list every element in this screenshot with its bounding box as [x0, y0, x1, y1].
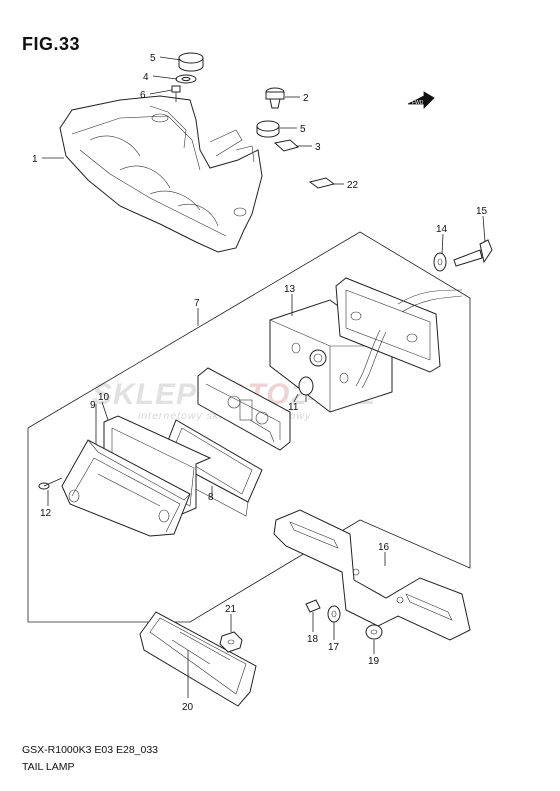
- callout-17: 17: [328, 642, 340, 653]
- reflector-board: [197, 367, 291, 451]
- callout-6: 6: [140, 90, 146, 101]
- callout-19: 19: [368, 656, 380, 667]
- tail-lamp-housing: [59, 95, 263, 253]
- screw-part-15: [453, 239, 493, 267]
- license-plate-bracket-frame: [335, 277, 463, 389]
- screw-part-12: [38, 477, 63, 490]
- tail-lens-part-9: [61, 439, 191, 537]
- callout-2: 2: [303, 93, 309, 104]
- washer-part-14: [433, 252, 447, 272]
- callout-4: 4: [143, 72, 149, 83]
- callout-labels: 1 2 3 4 5 5 6 7 8 9 10 11 12 13 14 15 16…: [32, 53, 488, 713]
- assembly-outline-part-7: [27, 231, 471, 623]
- bolt-part-2: [265, 87, 285, 109]
- grommet-part-5-right: [256, 120, 280, 138]
- screw-part-6: [171, 85, 181, 102]
- callout-15: 15: [476, 206, 488, 217]
- license-bracket-part-16: [273, 509, 471, 641]
- callout-16: 16: [378, 542, 390, 553]
- nut-part-3: [273, 139, 300, 152]
- callout-5-right: 5: [300, 124, 306, 135]
- callout-11: 11: [288, 402, 299, 413]
- svg-text:FWD: FWD: [412, 100, 424, 106]
- callout-8: 8: [208, 492, 214, 503]
- callout-13: 13: [284, 284, 296, 295]
- callout-20: 20: [182, 702, 194, 713]
- callout-10: 10: [98, 392, 110, 403]
- clip-part-22: [308, 177, 336, 189]
- bulb-part-11: [298, 349, 327, 402]
- callout-21: 21: [225, 604, 237, 615]
- callout-1: 1: [32, 154, 38, 165]
- figure-title: FIG.33: [22, 34, 81, 54]
- callout-9: 9: [90, 400, 96, 411]
- reflector-part-20: [139, 611, 257, 707]
- callout-3: 3: [315, 142, 321, 153]
- callout-18: 18: [307, 634, 319, 645]
- diagram-part-name: TAIL LAMP: [22, 761, 75, 773]
- nut-part-17: [327, 605, 341, 623]
- nut-part-21: [219, 631, 243, 653]
- callout-5-top: 5: [150, 53, 156, 64]
- forward-direction-arrow: FWD: [407, 91, 435, 109]
- washer-part-4: [175, 74, 197, 84]
- nut-part-19: [365, 624, 383, 640]
- model-code: GSX-R1000K3 E03 E28_033: [22, 744, 159, 756]
- callout-7: 7: [194, 298, 200, 309]
- bolt-part-18: [305, 599, 321, 613]
- callout-14: 14: [436, 224, 448, 235]
- leader-lines: [42, 56, 486, 698]
- callout-22: 22: [347, 180, 359, 191]
- grommet-part-5-top: [178, 52, 204, 72]
- callout-12: 12: [40, 508, 52, 519]
